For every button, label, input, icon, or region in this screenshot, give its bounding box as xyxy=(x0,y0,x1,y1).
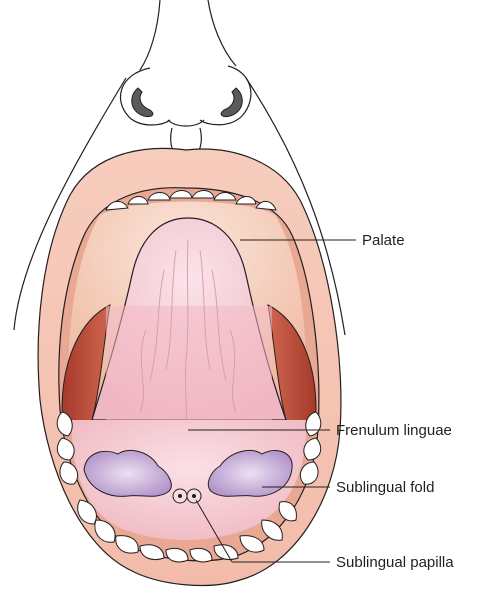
label-papilla: Sublingual papilla xyxy=(336,554,454,571)
label-frenulum: Frenulum linguae xyxy=(336,422,452,439)
label-palate: Palate xyxy=(362,232,405,249)
nose xyxy=(120,0,250,152)
label-fold: Sublingual fold xyxy=(336,479,434,496)
tongue-midband xyxy=(106,306,272,420)
